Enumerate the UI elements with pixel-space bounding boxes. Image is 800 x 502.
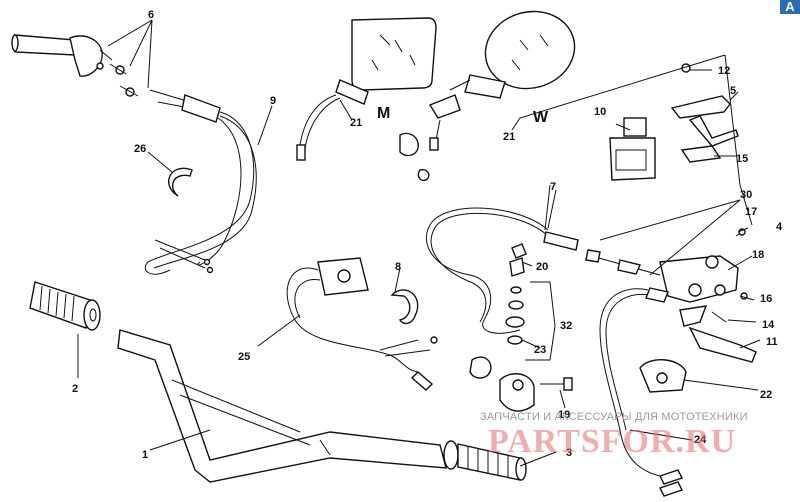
retaining-clip bbox=[168, 167, 193, 197]
throttle-cable bbox=[144, 89, 257, 275]
label-19: 19 bbox=[558, 409, 570, 421]
reservoir-cover bbox=[680, 145, 722, 163]
right-grip bbox=[443, 440, 527, 481]
label-24: 24 bbox=[694, 434, 707, 446]
label-2: 2 bbox=[72, 383, 78, 395]
corner-badge: A bbox=[780, 0, 800, 14]
label-22: 22 bbox=[760, 389, 772, 401]
leader-lines bbox=[77, 19, 761, 467]
label-1: 1 bbox=[142, 449, 148, 461]
label-10: 10 bbox=[594, 106, 606, 118]
label-5: 5 bbox=[730, 85, 736, 97]
handlebar bbox=[117, 329, 447, 483]
label-16: 16 bbox=[760, 293, 772, 305]
label-mirror-w: W bbox=[533, 109, 549, 126]
throttle-grip bbox=[11, 34, 139, 97]
clutch-perch bbox=[499, 373, 573, 412]
master-cylinder bbox=[585, 228, 748, 323]
label-3: 3 bbox=[566, 447, 572, 459]
mirror-m bbox=[296, 17, 437, 161]
label-8: 8 bbox=[395, 261, 401, 273]
watermark-logo: PARTSFOR.RU bbox=[488, 423, 736, 460]
label-32: 32 bbox=[560, 320, 572, 332]
label-26: 26 bbox=[134, 143, 146, 155]
label-14: 14 bbox=[762, 319, 775, 331]
watermark-tagline: ЗАПЧАСТИ И АКСЕССУАРЫ ДЛЯ МОТОТЕХНИКИ bbox=[480, 411, 748, 423]
label-23: 23 bbox=[534, 344, 546, 356]
label-11: 11 bbox=[766, 336, 778, 348]
label-6: 6 bbox=[148, 9, 154, 21]
label-12: 12 bbox=[718, 65, 730, 77]
brake-lever bbox=[639, 305, 757, 393]
switch-clip bbox=[390, 289, 419, 325]
label-17: 17 bbox=[745, 206, 757, 218]
left-grip bbox=[29, 281, 101, 331]
label-7: 7 bbox=[550, 181, 556, 193]
mirror-w bbox=[399, 10, 576, 182]
grommet bbox=[469, 356, 492, 379]
cable-adjuster bbox=[505, 243, 527, 345]
label-20: 20 bbox=[536, 261, 548, 273]
label-15: 15 bbox=[736, 153, 748, 165]
brake-hose bbox=[599, 287, 683, 497]
label-25: 25 bbox=[238, 351, 250, 363]
fluid-reservoir bbox=[609, 117, 656, 181]
label-mirror-m: M bbox=[377, 105, 390, 122]
kill-switch bbox=[286, 257, 438, 391]
label-9: 9 bbox=[270, 95, 276, 107]
label-21-m: 21 bbox=[350, 117, 362, 129]
clutch-cable bbox=[425, 184, 579, 334]
label-18: 18 bbox=[752, 249, 764, 261]
label-4: 4 bbox=[776, 221, 783, 233]
label-21-w: 21 bbox=[503, 131, 515, 143]
reservoir-bracket bbox=[670, 63, 739, 147]
label-30: 30 bbox=[740, 189, 752, 201]
